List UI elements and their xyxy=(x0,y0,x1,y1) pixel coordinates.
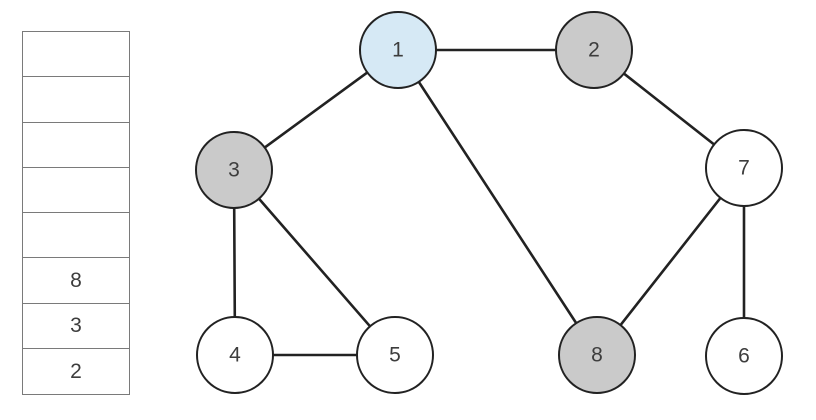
node-1 xyxy=(359,11,437,89)
stack-cell-3 xyxy=(23,168,129,214)
node-6 xyxy=(705,317,783,395)
node-5 xyxy=(356,316,434,394)
node-2 xyxy=(555,11,633,89)
node-label-5: 5 xyxy=(389,344,401,367)
edge-3-5 xyxy=(232,168,397,357)
node-label-2: 2 xyxy=(588,39,600,62)
node-label-7: 7 xyxy=(738,157,750,180)
edge-7-8 xyxy=(595,166,746,357)
stack-cell-2 xyxy=(23,123,129,168)
node-label-6: 6 xyxy=(738,345,750,368)
node-4 xyxy=(196,316,274,394)
stack-cell-6: 3 xyxy=(23,304,129,350)
stack-cell-0 xyxy=(23,32,129,78)
edge-1-8 xyxy=(396,48,599,357)
node-label-3: 3 xyxy=(228,159,240,182)
node-3 xyxy=(195,131,273,209)
stack-cell-5: 8 xyxy=(23,258,129,304)
node-label-8: 8 xyxy=(591,344,603,367)
stack-cell-7: 2 xyxy=(70,360,82,384)
node-label-4: 4 xyxy=(229,344,241,367)
stack-cell-1 xyxy=(23,77,129,123)
node-label-1: 1 xyxy=(392,39,404,62)
stack-cell-4 xyxy=(23,213,129,259)
node-8 xyxy=(558,316,636,394)
node-7 xyxy=(705,129,783,207)
